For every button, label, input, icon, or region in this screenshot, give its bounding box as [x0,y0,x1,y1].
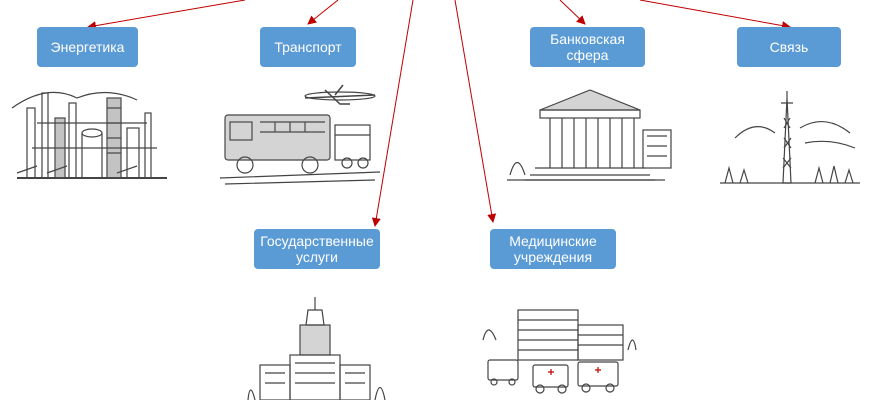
sector-box-medical: Медицинские учреждения [490,229,616,269]
arrow-to-government [371,0,414,227]
sector-box-transport: Транспорт [260,27,356,67]
sector-label-communications: Связь [769,39,809,55]
hospital-icon [482,309,637,394]
sector-box-government: Государственные услуги [254,229,380,269]
arrow-to-transport [307,0,339,25]
radio-tower-icon [720,91,860,184]
sector-label-energy: Энергетика [50,39,125,55]
arrow-to-energy [87,0,246,31]
sector-label-medical: Медицинские учреждения [509,233,597,265]
sector-label-banking: Банковская сфера [550,31,625,63]
industrial-plant-icon [11,91,167,179]
government-building-icon [247,297,386,400]
sector-label-transport: Транспорт [274,39,342,55]
sector-box-energy: Энергетика [37,27,138,67]
arrow-to-communications [639,0,791,31]
sector-label-government: Государственные услуги [260,233,374,265]
transport-vehicles-icon [219,84,381,185]
arrow-to-banking [559,0,586,25]
arrow-to-medical [454,0,497,223]
bank-building-icon [507,89,672,181]
sector-box-banking: Банковская сфера [530,27,645,67]
sector-box-communications: Связь [737,27,841,67]
